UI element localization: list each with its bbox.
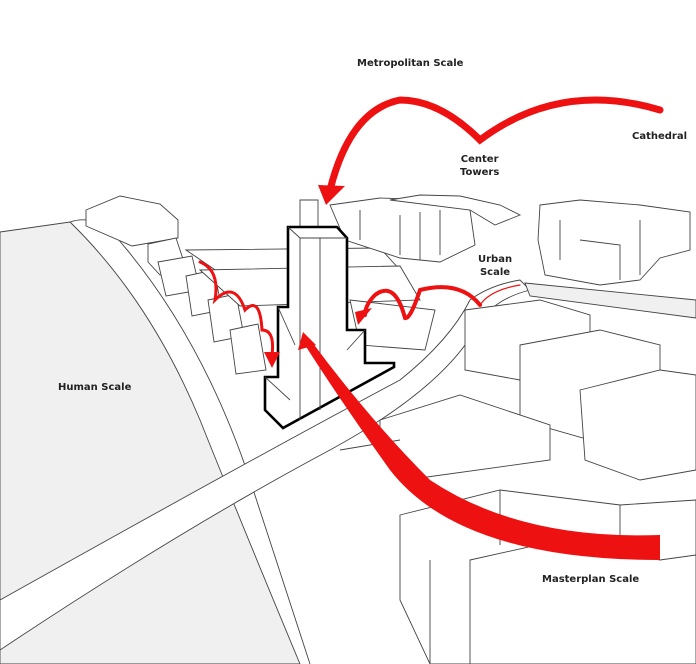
label-line: Urban (478, 254, 513, 265)
label-metropolitan-scale: Metropolitan Scale (357, 58, 464, 69)
river-strip (524, 282, 696, 319)
scale-arrows (198, 96, 664, 560)
label-line: Towers (460, 167, 500, 178)
metropolitan-arrowhead (318, 185, 345, 205)
human-scale-ground (0, 221, 301, 664)
human-arrowhead (264, 352, 280, 368)
label-cathedral: Cathedral (632, 131, 688, 142)
masterplan-arrow (305, 342, 660, 560)
label-human-scale: Human Scale (58, 382, 132, 393)
urban-arrow (363, 285, 482, 321)
metropolitan-arrow (326, 96, 664, 194)
urban-arrowhead (355, 308, 372, 325)
masterplan-arrowhead (298, 332, 316, 350)
right-buildings (339, 299, 696, 664)
label-line: Center (460, 154, 499, 165)
urban-arrow-thin (479, 284, 521, 306)
human-arrow (198, 260, 274, 357)
cathedral-buildings (537, 199, 691, 286)
center-towers-buildings (299, 194, 522, 263)
main-tower (263, 225, 396, 430)
label-line: Scale (479, 267, 511, 278)
label-masterplan-scale: Masterplan Scale (542, 574, 640, 585)
